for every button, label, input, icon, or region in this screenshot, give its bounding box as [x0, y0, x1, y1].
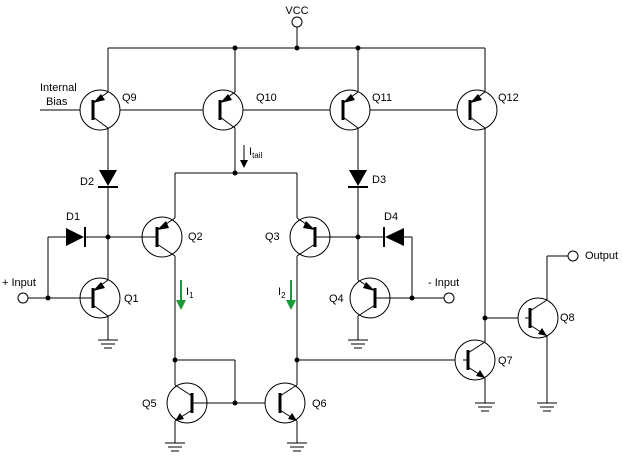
i1-label: I1 [186, 286, 194, 300]
output-terminal[interactable] [567, 250, 579, 262]
label-d2: D2 [80, 176, 94, 188]
label-d1: D1 [66, 211, 80, 223]
ground-q5 [165, 442, 185, 452]
label-q2: Q2 [188, 231, 203, 243]
itail-arrow [240, 145, 248, 168]
transistor-q12 [456, 89, 498, 403]
label-q11: Q11 [372, 92, 392, 104]
diode-d1 [47, 227, 108, 298]
label-d3: D3 [372, 174, 386, 186]
minus-input-terminal[interactable] [443, 292, 455, 304]
label-q10: Q10 [256, 92, 277, 104]
transistor-q9 [79, 89, 121, 131]
i2-arrow [286, 280, 296, 310]
transistor-q8 [485, 256, 559, 403]
transistor-q6 [264, 360, 306, 443]
transistor-q4 [349, 237, 444, 340]
label-q6: Q6 [312, 398, 327, 410]
tail-node [174, 170, 298, 218]
i1-arrow [176, 280, 186, 310]
label-d4: D4 [384, 211, 398, 223]
transistor-q11 [329, 89, 371, 131]
diode-d3 [348, 128, 368, 237]
label-q3: Q3 [265, 231, 280, 243]
transistor-q10 [202, 89, 244, 173]
ground-q6 [287, 442, 307, 452]
label-q5: Q5 [142, 398, 157, 410]
internal-bias-label-2: Bias [46, 96, 68, 108]
label-q8: Q8 [560, 312, 575, 324]
plus-input-terminal[interactable] [17, 292, 29, 304]
diode-d4 [358, 227, 413, 298]
vcc-rail [107, 16, 486, 92]
label-q7: Q7 [498, 355, 513, 367]
vcc-terminal [291, 16, 303, 28]
itail-label: Itail [249, 146, 263, 160]
plus-input-label: + Input [2, 277, 36, 289]
ground-q1 [98, 339, 118, 349]
i2-label: I2 [278, 286, 286, 300]
vcc-label: VCC [285, 5, 308, 17]
diode-d2 [98, 128, 118, 237]
ground-q8 [537, 402, 557, 412]
output-label: Output [585, 250, 618, 262]
label-q4: Q4 [329, 293, 344, 305]
transistor-q3 [289, 216, 361, 360]
ground-q7 [475, 402, 495, 412]
transistor-q5 [166, 360, 266, 443]
minus-input-label: - Input [428, 277, 459, 289]
label-q9: Q9 [122, 92, 137, 104]
ground-q4 [348, 339, 368, 349]
transistor-q7 [454, 315, 496, 403]
transistor-q2 [105, 216, 183, 360]
internal-bias-label-1: Internal [40, 82, 77, 94]
transistor-q1 [28, 237, 121, 340]
label-q1: Q1 [124, 293, 139, 305]
label-q12: Q12 [498, 92, 519, 104]
